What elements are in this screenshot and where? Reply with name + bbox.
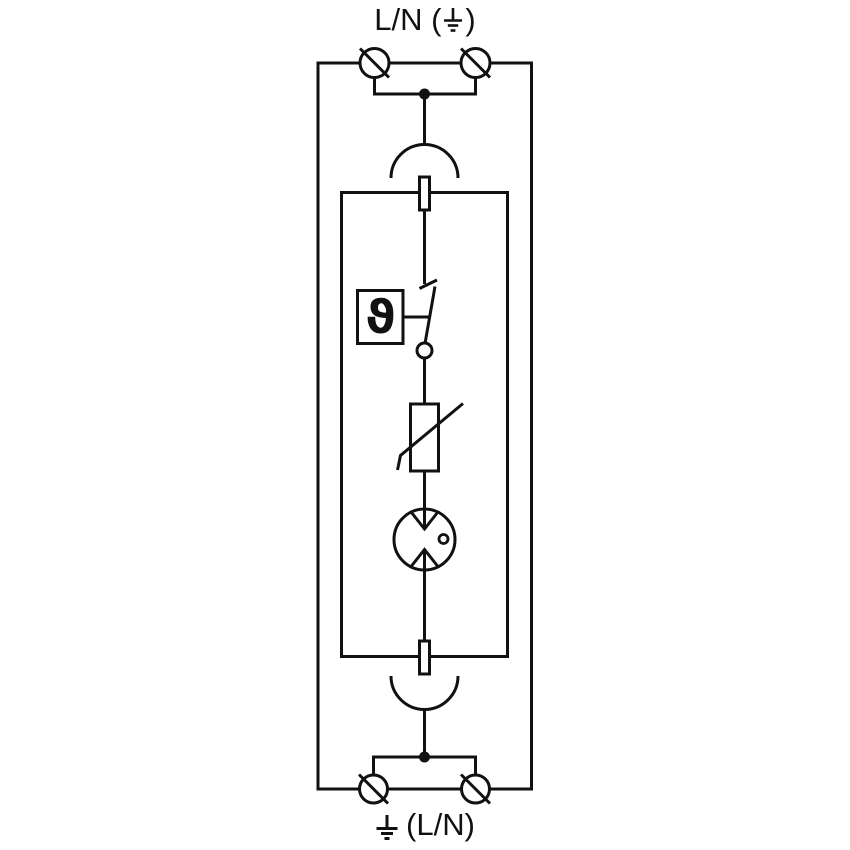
terminal-top-left-slash: [358, 47, 391, 79]
terminal-bottom-right-slash: [459, 773, 492, 805]
switch-blade: [423, 286, 437, 344]
top-junction-dot: [419, 88, 430, 100]
switch-hinge: [415, 341, 434, 360]
thermal-disconnector-box: [356, 289, 405, 345]
varistor-diagonal: [396, 402, 464, 471]
gdt-electrode-top-chevron: [410, 511, 439, 532]
terminal-top-right-slash: [459, 47, 492, 79]
terminal-bottom-left-slash: [357, 773, 390, 805]
earth-ground-icon: [444, 8, 463, 32]
top-terminal-label: L/N ( ): [0, 2, 850, 38]
bottom-branch-wire: [372, 755, 477, 776]
plug-in-contact-arc-bottom-icon: [389, 675, 460, 711]
module-contact-pin-top-icon: [418, 175, 431, 212]
switch-contact-tick: [418, 278, 438, 290]
plug-in-contact-arc-top-icon: [389, 143, 460, 179]
top-label-pre: L/N (: [374, 2, 442, 37]
outer-enclosure-outline: [316, 61, 533, 791]
varistor-body: [409, 402, 440, 473]
bottom-terminal-label: (L/N): [0, 807, 850, 843]
bottom-label-text: (L/N): [406, 807, 475, 842]
module-contact-pin-bottom-icon: [418, 639, 431, 676]
gdt-gas-dot: [437, 533, 450, 545]
top-label-post: ): [465, 2, 476, 37]
gdt-electrode-bottom-chevron: [410, 547, 439, 567]
earth-ground-icon: [376, 815, 398, 840]
thermal-disconnector-symbol: ϑ: [365, 290, 395, 344]
